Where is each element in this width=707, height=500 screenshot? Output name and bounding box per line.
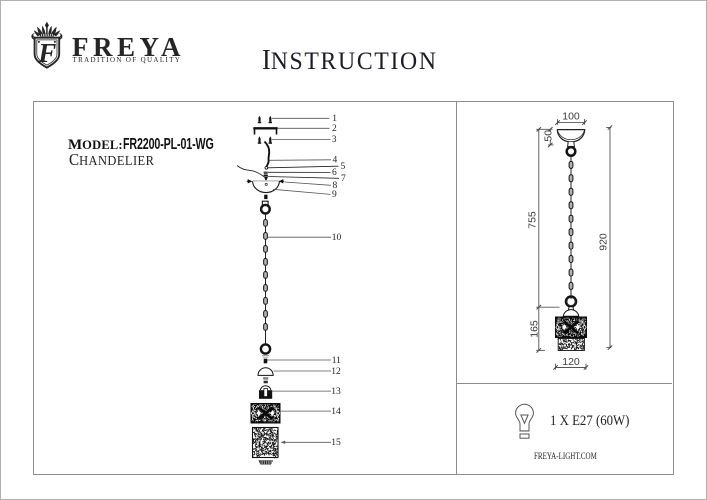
svg-text:7: 7 [341,174,346,184]
svg-text:755: 755 [527,211,539,229]
svg-text:2: 2 [332,124,337,134]
svg-text:10: 10 [332,233,342,243]
svg-text:100: 100 [562,111,580,123]
svg-text:4: 4 [333,156,338,166]
svg-text:920: 920 [598,233,610,251]
svg-text:15: 15 [331,438,341,448]
svg-text:6: 6 [332,168,337,178]
svg-text:3: 3 [332,135,337,145]
svg-text:F: F [37,38,56,68]
svg-text:13: 13 [331,387,341,397]
svg-text:14: 14 [331,407,341,417]
svg-text:8: 8 [333,181,338,191]
svg-text:11: 11 [332,356,341,366]
svg-text:9: 9 [332,190,337,200]
svg-text:5: 5 [341,162,346,172]
svg-text:120: 120 [562,356,580,368]
svg-text:165: 165 [529,320,541,338]
svg-text:50: 50 [543,130,555,142]
svg-text:12: 12 [331,367,341,377]
svg-text:1: 1 [332,114,337,124]
